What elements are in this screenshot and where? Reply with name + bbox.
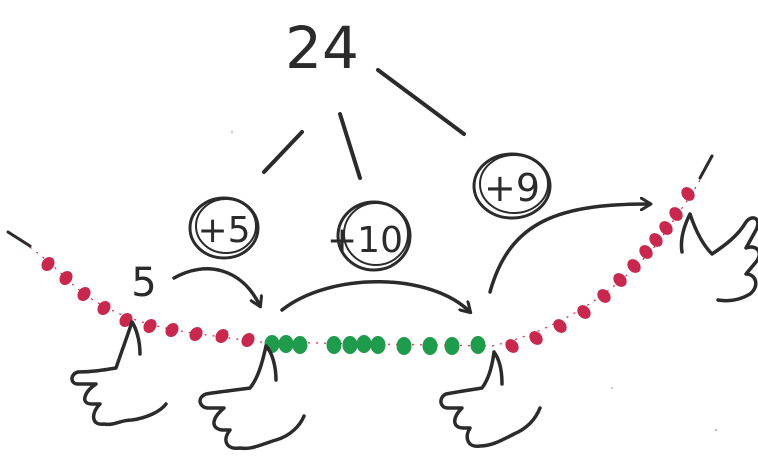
bead	[659, 221, 673, 235]
hand-icon	[679, 212, 758, 303]
branch-line-middle	[338, 112, 362, 180]
bead	[444, 337, 460, 355]
bead-string	[6, 154, 714, 355]
bead	[639, 245, 653, 259]
bead	[370, 336, 386, 354]
total-number: 24	[285, 14, 359, 82]
bead	[77, 286, 91, 302]
red-beads-left	[41, 256, 255, 348]
red-beads-right	[505, 187, 695, 353]
hand-icon	[70, 320, 168, 427]
bead	[342, 336, 358, 354]
bead	[119, 312, 133, 328]
bead	[627, 259, 641, 273]
curved-arrow-icon	[172, 267, 260, 306]
branch-lines	[262, 68, 466, 180]
curved-arrow-icon	[488, 204, 650, 294]
bead	[143, 318, 157, 334]
bead	[292, 336, 308, 354]
bead	[529, 331, 543, 345]
bead	[278, 335, 294, 353]
bead	[356, 335, 372, 353]
bead	[505, 339, 519, 353]
step-bubble-plus10: +10	[327, 200, 412, 272]
step-bubble-plus5: +5	[188, 196, 260, 260]
green-beads	[264, 335, 486, 355]
bead	[97, 300, 111, 316]
branch-line-right	[376, 68, 466, 136]
bead	[215, 328, 229, 344]
hand-icon	[439, 350, 542, 448]
bead	[681, 187, 695, 201]
start-value: 5	[131, 260, 156, 306]
bead	[59, 270, 73, 286]
bead	[597, 289, 611, 303]
step-bubble-plus9: +9	[472, 152, 552, 220]
step-label: +5	[197, 210, 250, 251]
step-label: +9	[484, 166, 540, 210]
bead	[241, 332, 255, 348]
bead	[41, 256, 55, 272]
step-label: +10	[327, 220, 403, 261]
branch-line-left	[262, 130, 304, 174]
bead	[326, 336, 342, 354]
bead	[422, 337, 438, 355]
curved-arrow-icon	[280, 280, 470, 312]
bead	[669, 207, 683, 221]
bead	[189, 326, 203, 342]
bead	[613, 273, 627, 287]
bead	[649, 233, 663, 247]
hand-icon	[198, 344, 306, 451]
bead	[553, 319, 567, 333]
bead	[165, 322, 179, 338]
jump-arrows	[172, 204, 650, 312]
bead	[577, 305, 591, 319]
paper-specks	[231, 131, 718, 432]
bead	[470, 336, 486, 354]
bead	[396, 337, 412, 355]
